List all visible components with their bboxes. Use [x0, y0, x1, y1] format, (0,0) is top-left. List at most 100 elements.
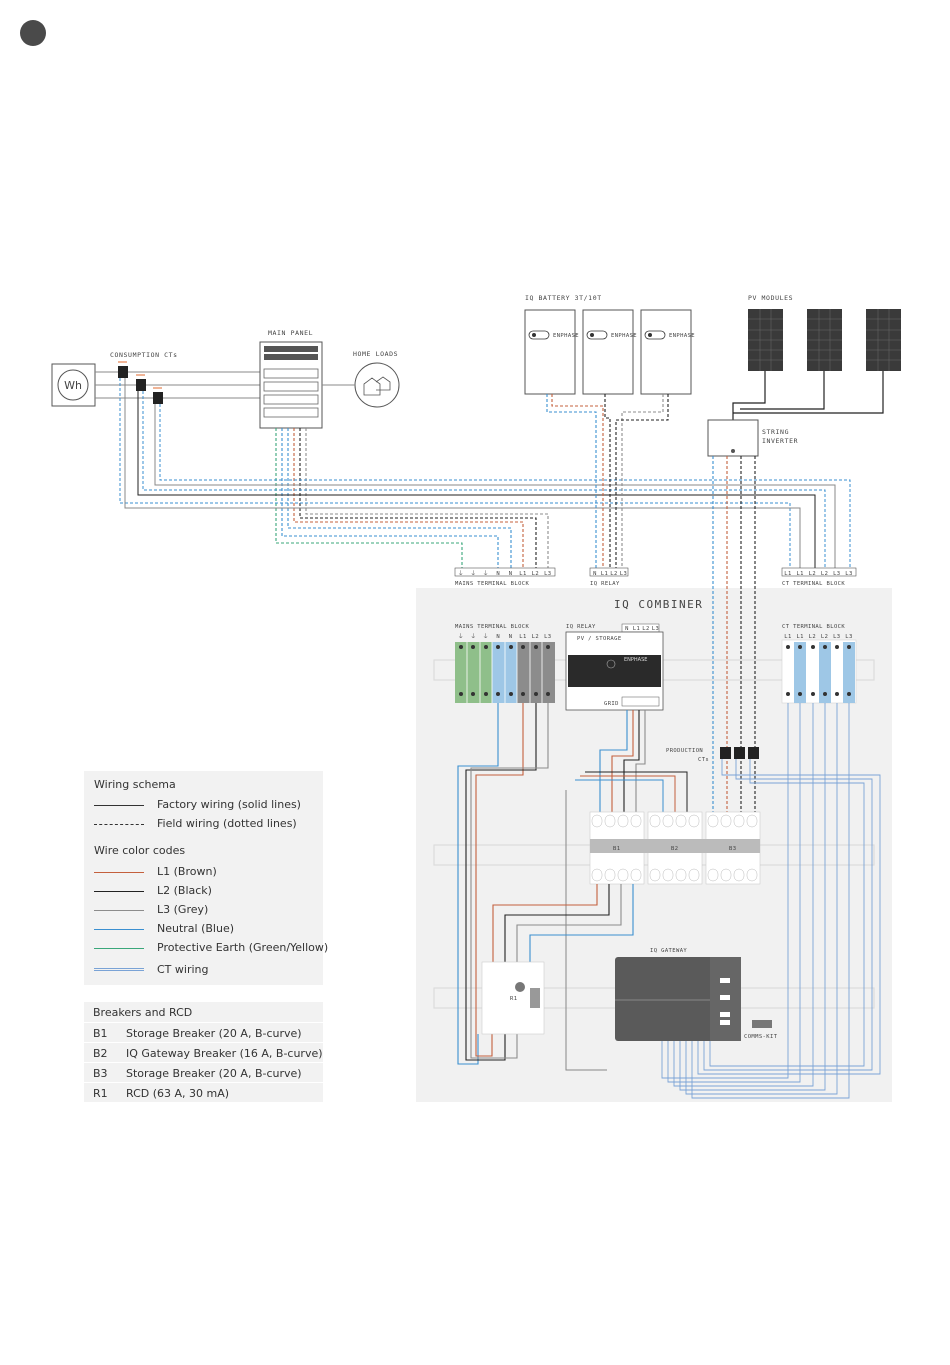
- mains-terminal-3: N: [496, 634, 500, 640]
- breaker-b2-label: B2: [671, 846, 678, 852]
- legend-color-row: CT wiring: [94, 963, 319, 977]
- breaker-row: [589, 811, 761, 885]
- grid-label: GRID: [604, 701, 619, 707]
- mains-top-terminal-0: ⏚: [458, 570, 464, 577]
- ct-top-terminal-0: L1: [784, 571, 791, 577]
- ct-terminal-1: L1: [796, 634, 803, 640]
- breaker-desc: RCD (63 A, 30 mA): [126, 1087, 230, 1100]
- production-ct-3: [748, 747, 759, 759]
- mains-terminal-0: ⏚: [458, 633, 464, 640]
- relay-terminal-1: L1: [633, 626, 640, 632]
- mains-terminal-2: ⏚: [483, 633, 489, 640]
- breakers-title: Breakers and RCD: [93, 1006, 193, 1019]
- relay-terminal-3: L3: [652, 626, 659, 632]
- legend-color-row: Protective Earth (Green/Yellow): [94, 941, 328, 955]
- iq-battery-label: IQ BATTERY 3T/10T: [525, 294, 602, 302]
- wire-color-title: Wire color codes: [94, 844, 186, 857]
- breaker-b3-label: B3: [729, 846, 736, 852]
- breakers-table: Breakers and RCD B1 Storage Breaker (20 …: [84, 1002, 323, 1102]
- mains-terminal-7: L3: [544, 634, 551, 640]
- ct-top-terminal-2: L2: [809, 571, 816, 577]
- ct-top-terminal-4: L3: [833, 571, 840, 577]
- production-ct-2: [734, 747, 745, 759]
- ct-terminal-top: [781, 567, 857, 577]
- comms-kit-label: COMMS-KIT: [744, 1034, 778, 1040]
- legend-factory-row: Factory wiring (solid lines): [94, 798, 319, 812]
- consumption-cts-label: CONSUMPTION CTs: [110, 351, 178, 359]
- breaker-row-item: B3 Storage Breaker (20 A, B-curve): [84, 1062, 323, 1083]
- svg-text:ENPHASE: ENPHASE: [611, 333, 637, 339]
- ct-terminal-top-label: CT TERMINAL BLOCK: [782, 581, 845, 587]
- mains-top-terminal-2: ⏚: [483, 570, 489, 577]
- breaker-row-item: B1 Storage Breaker (20 A, B-curve): [84, 1022, 323, 1043]
- legend-color-row: Neutral (Blue): [94, 922, 319, 936]
- relay-top-terminal-1: L1: [601, 571, 608, 577]
- legend-field-label: Field wiring (dotted lines): [157, 817, 297, 830]
- string-inverter-label-2: INVERTER: [762, 437, 798, 445]
- ct-terminal-5: L3: [845, 634, 852, 640]
- mains-top-terminal-1: ⏚: [470, 570, 476, 577]
- ct-top-terminal-1: L1: [796, 571, 803, 577]
- mains-top-terminal-7: L3: [544, 571, 551, 577]
- ct-terminal-block: [781, 639, 857, 704]
- mains-terminal-top-label: MAINS TERMINAL BLOCK: [455, 581, 530, 587]
- consumption-ct-1: [118, 366, 128, 378]
- mains-top-terminal-3: N: [496, 571, 500, 577]
- iq-battery-units: ENPHASE ENPHASE ENPHASE: [524, 309, 695, 395]
- breaker-code: B2: [93, 1047, 108, 1060]
- legend-color-row: L2 (Black): [94, 884, 319, 898]
- home-loads-icon: [354, 362, 400, 408]
- pv-modules-label: PV MODULES: [748, 294, 793, 302]
- legend-color-row: L3 (Grey): [94, 903, 319, 917]
- legend-color-row: L1 (Brown): [94, 865, 319, 879]
- ct-terminal-label: CT TERMINAL BLOCK: [782, 624, 845, 630]
- legend-color-label: Neutral (Blue): [157, 922, 235, 935]
- rcd-r1: [481, 961, 545, 1035]
- wiring-legend: Wiring schema Factory wiring (solid line…: [84, 771, 328, 985]
- svg-text:ENPHASE: ENPHASE: [669, 333, 695, 339]
- ct-terminal-4: L3: [833, 634, 840, 640]
- rcd-r1-label: R1: [510, 996, 517, 1002]
- legend-color-label: Protective Earth (Green/Yellow): [157, 941, 329, 954]
- mains-terminal-5: L1: [519, 634, 526, 640]
- ct-terminal-3: L2: [821, 634, 828, 640]
- ct-terminal-2: L2: [809, 634, 816, 640]
- mains-top-terminal-6: L2: [532, 571, 539, 577]
- legend-field-row: Field wiring (dotted lines): [94, 817, 319, 831]
- mains-terminal-block: [455, 642, 555, 703]
- mains-terminal-top: [454, 567, 556, 577]
- pv-storage-label: PV / STORAGE: [577, 636, 622, 642]
- mains-terminal-label: MAINS TERMINAL BLOCK: [455, 624, 530, 630]
- breaker-row-item: B2 IQ Gateway Breaker (16 A, B-curve): [84, 1042, 323, 1063]
- production-ct-1: [720, 747, 731, 759]
- relay-top-label: IQ RELAY: [590, 581, 620, 587]
- breaker-code: B1: [93, 1027, 108, 1040]
- section-marker: [20, 20, 46, 46]
- breaker-code: B3: [93, 1067, 108, 1080]
- mains-top-terminal-5: L1: [519, 571, 526, 577]
- production-cts-label-1: PRODUCTION: [666, 748, 703, 754]
- consumption-ct-3: [153, 392, 163, 404]
- relay-brand: ENPHASE: [624, 657, 647, 663]
- relay-top-terminal-3: L3: [620, 571, 627, 577]
- wiring-schema-title: Wiring schema: [94, 778, 176, 791]
- breaker-b1-label: B1: [613, 846, 620, 852]
- relay-top-terminal-2: L2: [610, 571, 617, 577]
- relay-top-terminal-0: N: [593, 571, 597, 577]
- svg-text:ENPHASE: ENPHASE: [553, 333, 579, 339]
- legend-color-label: CT wiring: [157, 963, 209, 976]
- legend-color-label: L3 (Grey): [157, 903, 209, 916]
- consumption-ct-2: [136, 379, 146, 391]
- mains-top-terminal-4: N: [509, 571, 513, 577]
- pv-module-array: [748, 309, 901, 371]
- ct-terminal-0: L1: [784, 634, 791, 640]
- relay-terminal-0: N: [625, 626, 629, 632]
- meter-label: Wh: [64, 379, 82, 392]
- production-cts-label-2: CTs: [698, 757, 709, 763]
- relay-terminal-top: [589, 567, 629, 577]
- breaker-desc: Storage Breaker (20 A, B-curve): [126, 1067, 302, 1080]
- meter-dial: [57, 369, 89, 401]
- breaker-code: R1: [93, 1087, 108, 1100]
- legend-color-label: L2 (Black): [157, 884, 212, 897]
